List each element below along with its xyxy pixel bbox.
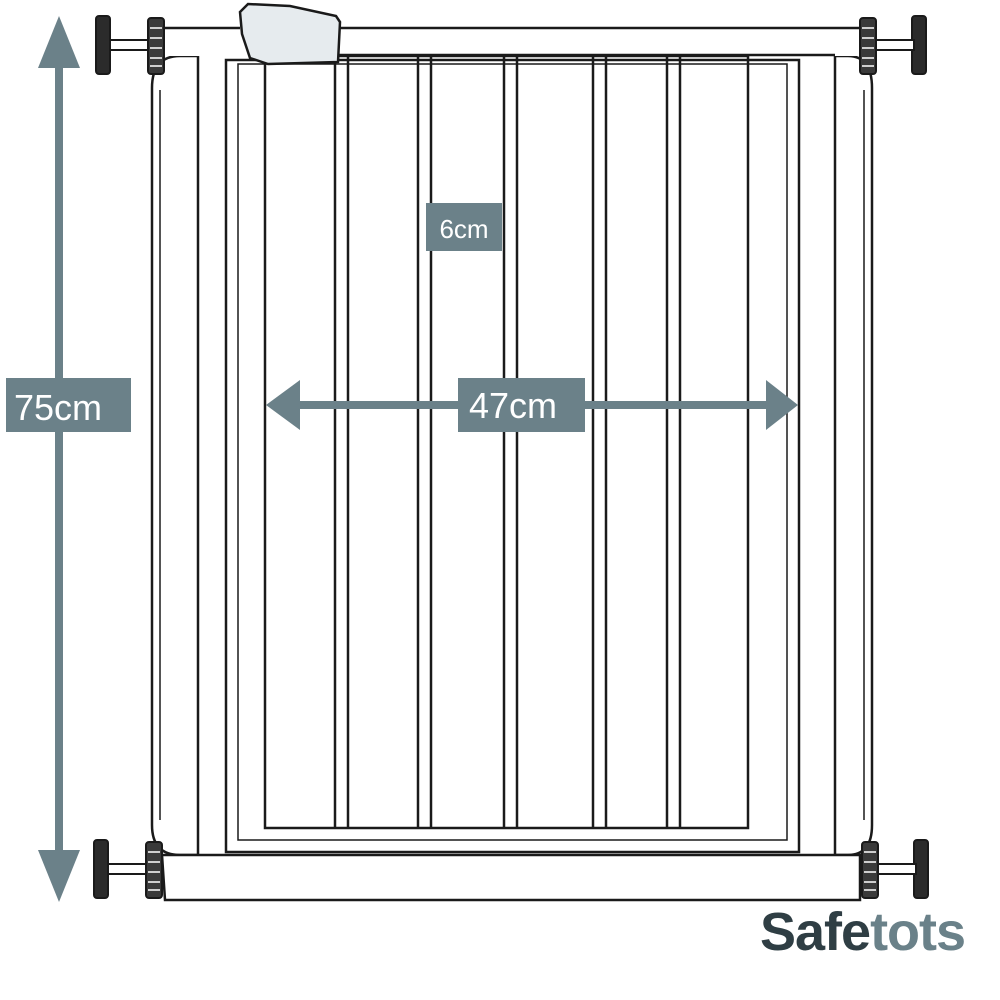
- svg-text:47cm: 47cm: [469, 385, 557, 426]
- gate-door: [224, 54, 801, 854]
- pressure-spindle-icon: [93, 839, 109, 899]
- pressure-spindle-icon: [95, 15, 111, 75]
- svg-text:75cm: 75cm: [14, 387, 102, 428]
- spindle-top-left: [95, 15, 165, 75]
- height-label: 75cm: [6, 378, 131, 432]
- arrow-double-vertical-icon: [38, 16, 80, 902]
- brand-logo-part2: tots: [870, 902, 966, 962]
- svg-text:6cm: 6cm: [439, 214, 488, 244]
- bottom-rail: [160, 853, 862, 902]
- left-post: [150, 54, 200, 857]
- brand-logo: Safetots: [760, 902, 966, 962]
- spindle-bottom-left: [93, 839, 163, 899]
- latch-handle: [238, 2, 342, 66]
- brand-logo-part1: Safe: [760, 902, 871, 962]
- width-label: 47cm: [458, 378, 585, 432]
- spindle-top-right: [859, 15, 927, 75]
- right-post: [833, 54, 874, 857]
- gate-bars: [333, 56, 682, 828]
- spindle-bottom-right: [861, 839, 929, 899]
- bar-gap-label: 6cm: [426, 203, 502, 251]
